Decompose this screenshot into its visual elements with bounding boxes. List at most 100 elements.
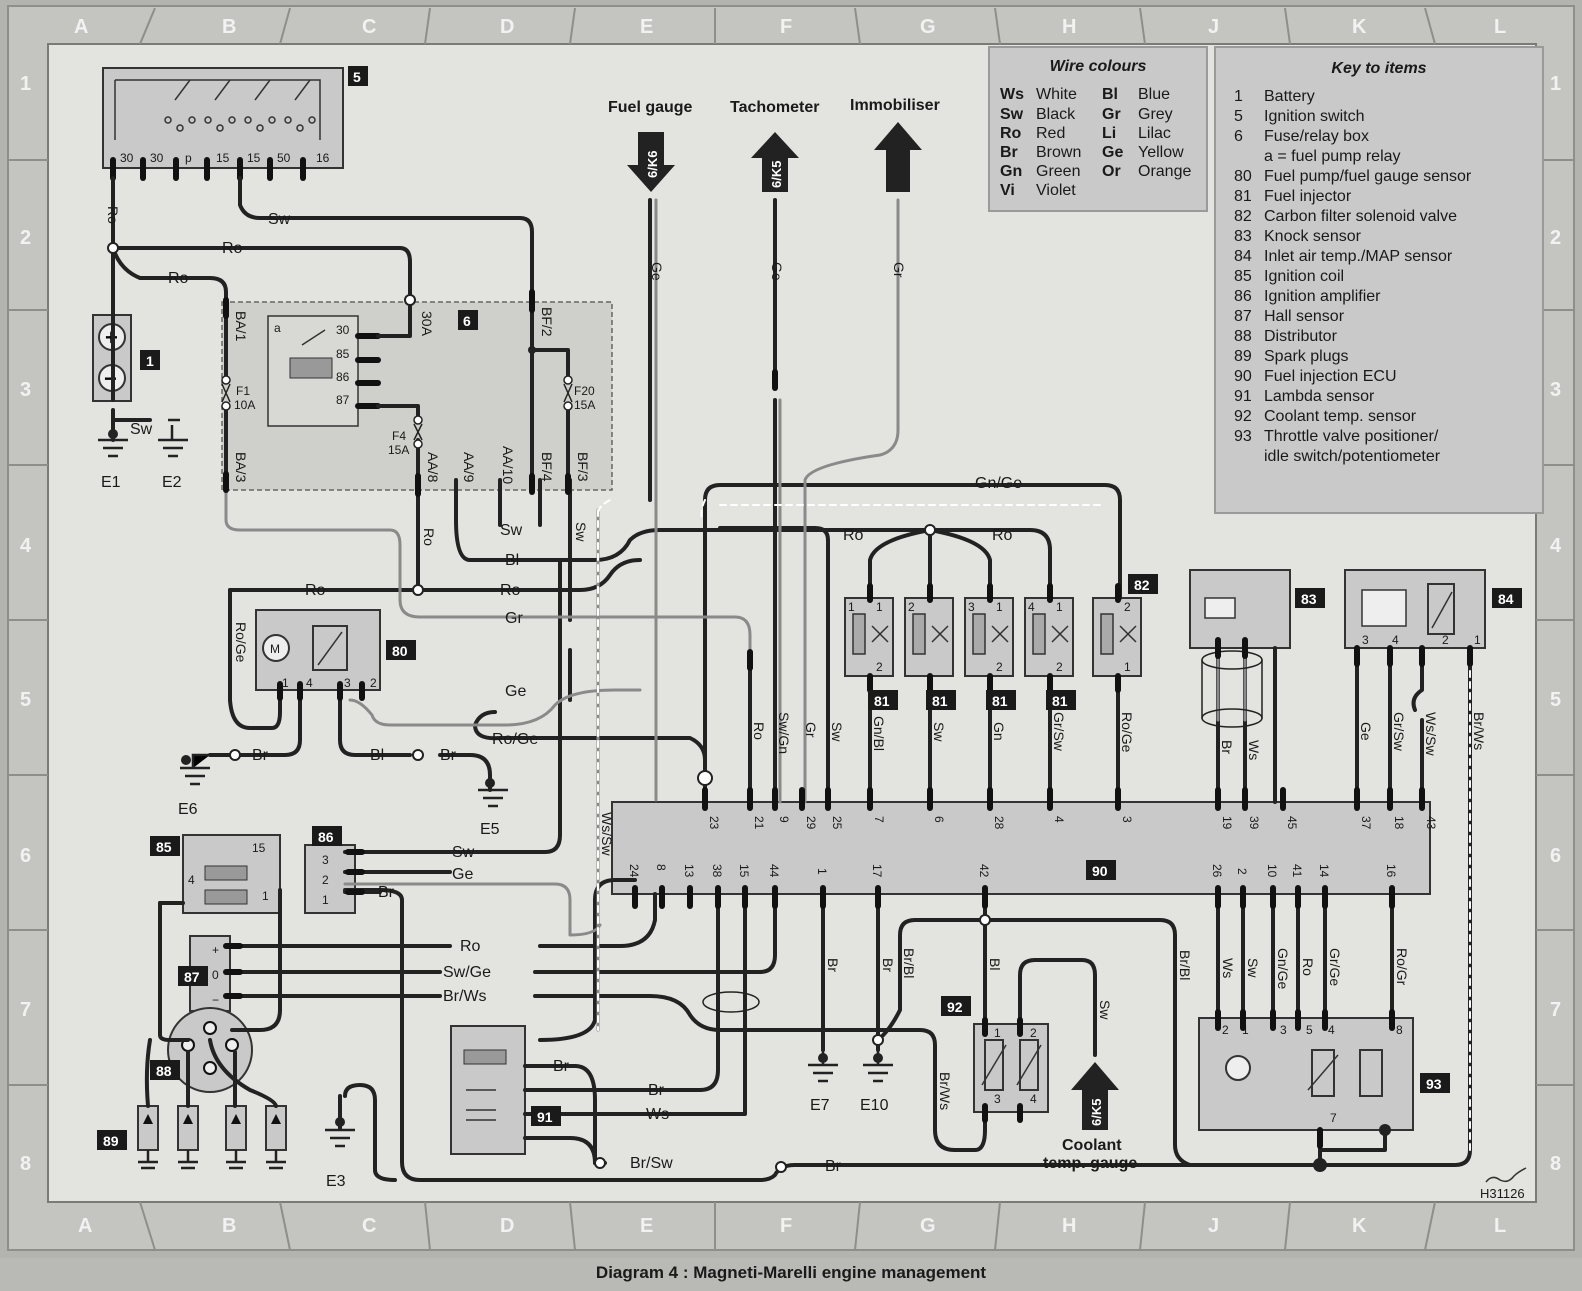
ground-e2: E2 (162, 474, 182, 491)
hall-pin-0: + (212, 943, 219, 957)
badge-93: 93 (1426, 1076, 1442, 1092)
ecu-pin-24: 24 (627, 864, 641, 878)
wire-label: Ge (1358, 722, 1374, 741)
wire-label: Br/Sw (630, 1155, 673, 1172)
ignition-switch-box (102, 67, 344, 169)
immobiliser-connector (874, 122, 922, 192)
amp-pin-0: 3 (322, 853, 329, 867)
wire-label: Ws (1220, 958, 1236, 978)
wire-label: Bl (370, 747, 384, 764)
wire-label: Bl (987, 958, 1003, 970)
wire-label: Ro (1300, 958, 1316, 976)
pump-pin-0: 1 (282, 676, 289, 690)
ecu-pin-38: 38 (710, 864, 724, 878)
fb-bf2: BF/2 (539, 307, 555, 337)
badge-1: 1 (146, 353, 154, 369)
cts-pin-2: 3 (994, 1092, 1001, 1106)
immobiliser-title: Immobiliser (850, 97, 940, 114)
wire-label: Ro (421, 528, 437, 546)
wire-label: Br/Ws (443, 988, 487, 1005)
coil-pin-1: 4 (188, 873, 195, 887)
grid-row-1: 1 (20, 73, 31, 95)
wire-label: Sw (931, 722, 947, 742)
wire-label: Br (825, 958, 841, 972)
signature-icon (1485, 1167, 1527, 1183)
badge-92: 92 (947, 999, 963, 1015)
fb-bf3: BF/3 (575, 452, 591, 482)
fuse-f4: F4 (392, 429, 406, 443)
inj-pin-6: 2 (996, 660, 1003, 674)
grid-row-3-right: 3 (1550, 379, 1561, 401)
badge-81b: 81 (932, 693, 948, 709)
coil-pin-2: 1 (262, 889, 269, 903)
ground-e5: E5 (480, 821, 500, 838)
fuel-gauge-title: Fuel gauge (608, 99, 693, 116)
grid-row-6: 6 (20, 845, 31, 867)
coolant-sensor (973, 1023, 1049, 1113)
wire-label: Gr (803, 722, 819, 738)
ecu-pin-45: 45 (1285, 816, 1299, 830)
grid-col-l: L (1494, 16, 1506, 38)
wire-label: Sw (130, 421, 153, 438)
ign-pin-1: 30 (150, 151, 164, 165)
grid-col-g-bottom: G (920, 1215, 936, 1237)
grid-col-e: E (640, 16, 653, 38)
grid-col-a-bottom: A (78, 1215, 92, 1237)
fuse-f1-rating: 10A (234, 398, 255, 412)
wire-label: Ro (843, 527, 864, 544)
wire-label: Gn/Bl (871, 716, 887, 751)
inj-pin-11: 1 (1124, 660, 1131, 674)
ecu-pin-10: 10 (1265, 864, 1279, 878)
badge-80: 80 (392, 643, 408, 659)
wire-label: Ws (1246, 740, 1262, 760)
fb-aa9: AA/9 (461, 452, 477, 483)
grid-col-h: H (1062, 16, 1076, 38)
ecu-pin-37: 37 (1359, 816, 1373, 830)
ecu-pin-4: 4 (1052, 816, 1066, 823)
grid-col-f-bottom: F (780, 1215, 792, 1237)
wire-label: Gn/Ge (1275, 948, 1291, 989)
ecu-pin-23: 23 (707, 816, 721, 830)
relay-pin-3: 87 (336, 393, 350, 407)
wire-label: Ro/Gr (1394, 948, 1410, 986)
ecu-pin-41: 41 (1290, 864, 1304, 878)
grid-row-5: 5 (20, 689, 31, 711)
wire-label: Ro/Ge (1119, 712, 1135, 753)
map-pin-3: 1 (1474, 633, 1481, 647)
pump-motor-label: M (270, 642, 280, 656)
ecu-pin-39: 39 (1247, 816, 1261, 830)
wire-label: Ge (649, 262, 665, 281)
badge-81a: 81 (874, 693, 890, 709)
ign-pin-6: 16 (316, 151, 330, 165)
wire-label: Gr/Sw (1051, 712, 1067, 752)
grid-col-k: K (1352, 16, 1367, 38)
wire-label: Br (1219, 740, 1235, 754)
wire-label: Br (378, 884, 395, 901)
wire-label: Ro (105, 206, 121, 224)
fb-ba3: BA/3 (233, 452, 249, 483)
wire-label: Br/Ws (937, 1072, 953, 1110)
wire-label: Ro (500, 582, 521, 599)
wire-label: Gr (505, 610, 523, 627)
grid-row-2: 2 (20, 227, 31, 249)
relay-pin-0: 30 (336, 323, 350, 337)
ecu-pin-44: 44 (767, 864, 781, 878)
badge-86: 86 (318, 829, 334, 845)
ign-pin-3: 15 (216, 151, 230, 165)
ecu-pin-16: 16 (1384, 864, 1398, 878)
ecu-pin-6: 6 (932, 816, 946, 823)
ecu-pin-28: 28 (992, 816, 1006, 830)
tps-pin-5: 8 (1396, 1023, 1403, 1037)
legend-title: Wire colours (1049, 58, 1147, 75)
ecu-pin-43: 43 (1424, 816, 1438, 830)
